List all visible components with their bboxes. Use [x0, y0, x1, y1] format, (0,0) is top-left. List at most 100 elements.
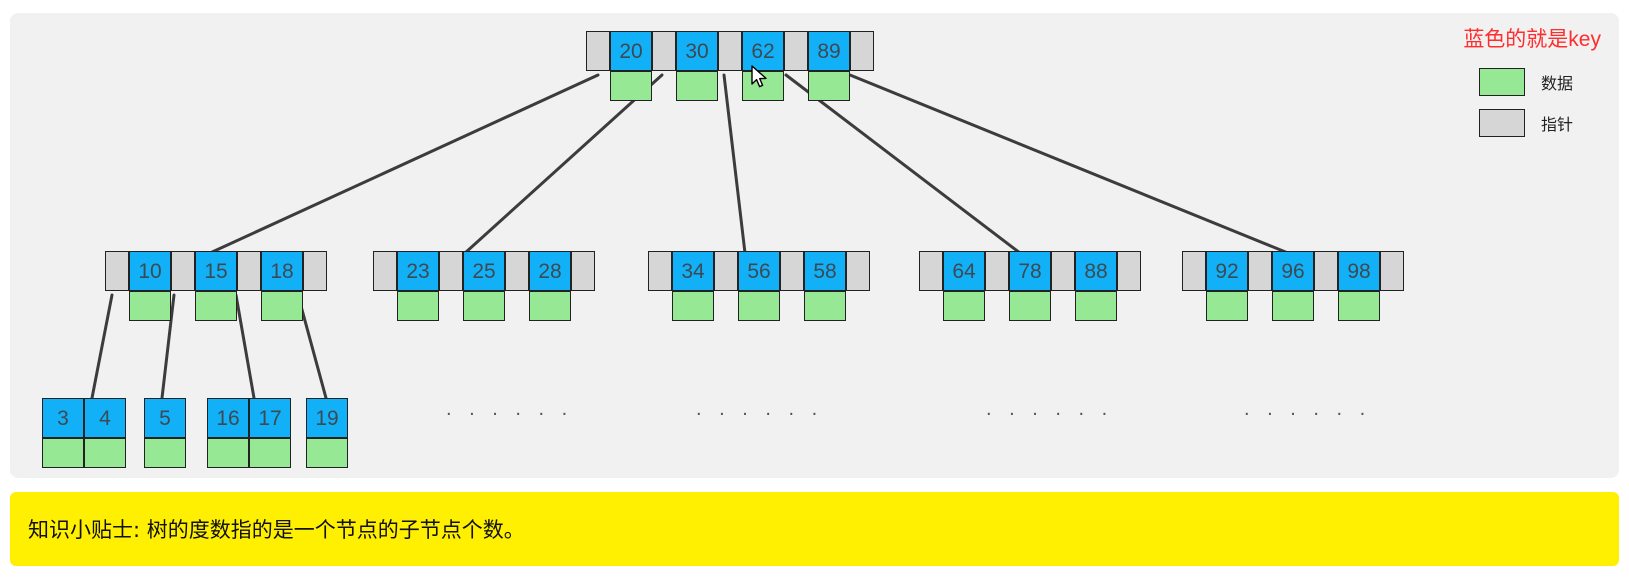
leaf-3-key-0[interactable]: 16 [207, 398, 249, 438]
internal-2-data-2 [529, 291, 571, 321]
leaf-1-data-row [42, 438, 126, 468]
tree-node-leaf-2[interactable]: 5 [144, 398, 186, 468]
internal-4-pointer-0[interactable] [919, 251, 943, 291]
internal-5-key-1[interactable]: 96 [1272, 251, 1314, 291]
internal-3-data-1 [738, 291, 780, 321]
internal-3-pointer-0[interactable] [648, 251, 672, 291]
internal-2-pointer-0[interactable] [373, 251, 397, 291]
internal-5-pointer-2[interactable] [1314, 251, 1338, 291]
tree-node-internal-5[interactable]: 92 96 98 [1182, 251, 1404, 321]
leaf-2-key-0[interactable]: 5 [144, 398, 186, 438]
leaf-2-data-0 [144, 438, 186, 468]
internal-5-data-row [1182, 291, 1404, 321]
internal-4-data-1 [1009, 291, 1051, 321]
internal-4-data-spacer-1 [985, 291, 1009, 321]
internal-1-pointer-0[interactable] [105, 251, 129, 291]
leaf-3-data-1 [249, 438, 291, 468]
internal-2-data-0 [397, 291, 439, 321]
internal-1-pointer-3[interactable] [303, 251, 327, 291]
legend-row-pointer: 指针 [1371, 109, 1601, 137]
root-pointer-2[interactable] [718, 31, 742, 71]
internal-3-data-spacer-3 [846, 291, 870, 321]
internal-1-data-spacer-2 [237, 291, 261, 321]
internal-5-key-0[interactable]: 92 [1206, 251, 1248, 291]
leaf-1-key-row: 3 4 [42, 398, 126, 438]
internal-2-pointer-2[interactable] [505, 251, 529, 291]
tree-node-leaf-1[interactable]: 3 4 [42, 398, 126, 468]
internal-5-pointer-0[interactable] [1182, 251, 1206, 291]
internal-2-key-1[interactable]: 25 [463, 251, 505, 291]
internal-3-key-2[interactable]: 58 [804, 251, 846, 291]
internal-1-key-1[interactable]: 15 [195, 251, 237, 291]
internal-3-pointer-1[interactable] [714, 251, 738, 291]
internal-2-key-2[interactable]: 28 [529, 251, 571, 291]
internal-4-pointer-3[interactable] [1117, 251, 1141, 291]
internal-2-pointer-3[interactable] [571, 251, 595, 291]
root-key-2[interactable]: 62 [742, 31, 784, 71]
leaf-2-data-row [144, 438, 186, 468]
internal-5-data-spacer-2 [1314, 291, 1338, 321]
leaf-1-key-0[interactable]: 3 [42, 398, 84, 438]
internal-1-key-2[interactable]: 18 [261, 251, 303, 291]
tree-node-internal-2[interactable]: 23 25 28 [373, 251, 595, 321]
ellipsis-group-2: . . . . . . [696, 398, 824, 420]
root-pointer-3[interactable] [784, 31, 808, 71]
leaf-4-key-row: 19 [306, 398, 348, 438]
root-data-0 [610, 71, 652, 101]
internal-1-pointer-1[interactable] [171, 251, 195, 291]
tree-node-internal-4[interactable]: 64 78 88 [919, 251, 1141, 321]
root-key-0[interactable]: 20 [610, 31, 652, 71]
internal-5-key-2[interactable]: 98 [1338, 251, 1380, 291]
internal-4-key-2[interactable]: 88 [1075, 251, 1117, 291]
internal-1-pointer-2[interactable] [237, 251, 261, 291]
ellipsis-group-3: . . . . . . [986, 398, 1114, 420]
internal-2-pointer-1[interactable] [439, 251, 463, 291]
leaf-3-key-1[interactable]: 17 [249, 398, 291, 438]
edge-root-to-internal-5 [848, 73, 1290, 255]
internal-1-data-spacer-1 [171, 291, 195, 321]
tree-node-root[interactable]: 20 30 62 89 [586, 31, 874, 101]
internal-4-key-0[interactable]: 64 [943, 251, 985, 291]
internal-1-data-spacer-0 [105, 291, 129, 321]
root-data-spacer-4 [850, 71, 874, 101]
root-pointer-0[interactable] [586, 31, 610, 71]
leaf-4-key-0[interactable]: 19 [306, 398, 348, 438]
internal-3-pointer-3[interactable] [846, 251, 870, 291]
tip-text: 知识小贴士: 树的度数指的是一个节点的子节点个数。 [28, 518, 525, 542]
internal-1-key-row: 10 15 18 [105, 251, 327, 291]
internal-2-data-1 [463, 291, 505, 321]
edge-internal1-to-leaf-3 [234, 293, 256, 400]
leaf-1-data-0 [42, 438, 84, 468]
internal-3-pointer-2[interactable] [780, 251, 804, 291]
tree-node-leaf-4[interactable]: 19 [306, 398, 348, 468]
internal-5-pointer-3[interactable] [1380, 251, 1404, 291]
internal-4-pointer-2[interactable] [1051, 251, 1075, 291]
internal-4-key-1[interactable]: 78 [1009, 251, 1051, 291]
root-pointer-1[interactable] [652, 31, 676, 71]
internal-4-data-spacer-3 [1117, 291, 1141, 321]
internal-3-key-1[interactable]: 56 [738, 251, 780, 291]
internal-3-data-0 [672, 291, 714, 321]
internal-3-data-row [648, 291, 870, 321]
root-key-1[interactable]: 30 [676, 31, 718, 71]
internal-1-key-0[interactable]: 10 [129, 251, 171, 291]
tree-node-internal-3[interactable]: 34 56 58 [648, 251, 870, 321]
internal-2-data-spacer-3 [571, 291, 595, 321]
internal-1-data-row [105, 291, 327, 321]
internal-5-pointer-1[interactable] [1248, 251, 1272, 291]
root-pointer-4[interactable] [850, 31, 874, 71]
tree-node-internal-1[interactable]: 10 15 18 [105, 251, 327, 321]
internal-2-key-0[interactable]: 23 [397, 251, 439, 291]
root-key-3[interactable]: 89 [808, 31, 850, 71]
tree-node-leaf-3[interactable]: 16 17 [207, 398, 291, 468]
leaf-1-key-1[interactable]: 4 [84, 398, 126, 438]
internal-3-key-0[interactable]: 34 [672, 251, 714, 291]
edge-internal1-to-leaf-2 [160, 293, 176, 400]
tree-edge-layer [90, 73, 1290, 400]
edge-internal1-to-leaf-1 [90, 293, 114, 400]
internal-1-data-1 [195, 291, 237, 321]
internal-5-data-1 [1272, 291, 1314, 321]
leaf-4-data-row [306, 438, 348, 468]
internal-4-pointer-1[interactable] [985, 251, 1009, 291]
ellipsis-group-4: . . . . . . [1244, 398, 1372, 420]
